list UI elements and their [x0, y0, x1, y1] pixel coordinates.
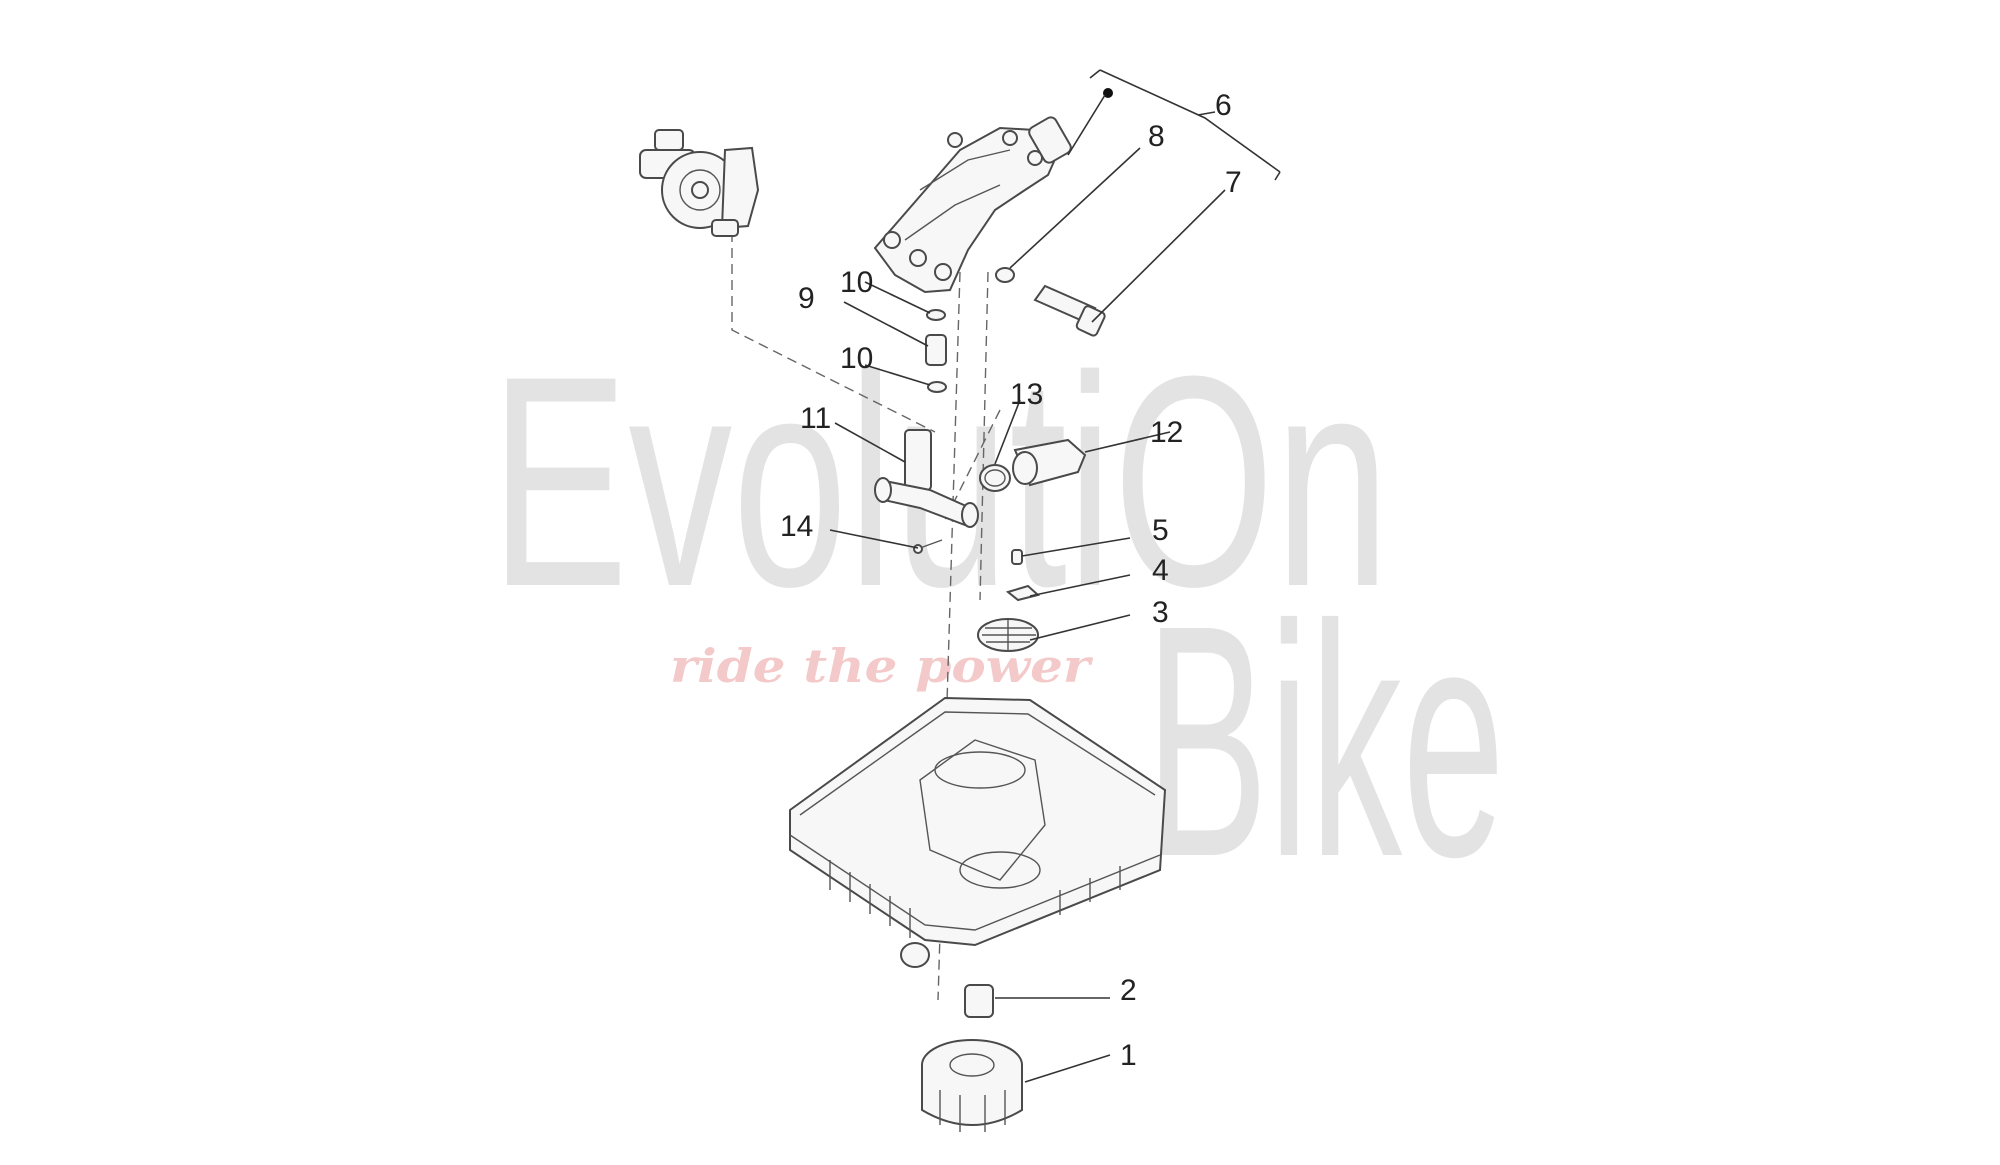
callout-5: 5 [1152, 514, 1169, 547]
callout-1: 1 [1120, 1039, 1137, 1072]
callout-4: 4 [1152, 554, 1169, 587]
leader-lines [829, 94, 1226, 1083]
fitting-2 [964, 984, 994, 1018]
watermark-brand-line2: Bike [1145, 556, 1505, 925]
callout-10-lower: 10 [840, 342, 873, 375]
callout-14: 14 [780, 510, 813, 543]
oil-filter-1 [921, 1039, 1023, 1132]
suction-pipe-11 [874, 429, 979, 528]
valve-plunger [1033, 284, 1106, 337]
callout-7: 7 [1225, 166, 1242, 199]
watermark: EvolutiOn Bike ride the power [490, 313, 1505, 925]
o-ring-10-upper [926, 309, 946, 321]
watermark-tagline: ride the power [670, 639, 1094, 693]
oil-manifold [873, 88, 1113, 294]
callout-12: 12 [1150, 416, 1183, 449]
dowel-9 [925, 334, 947, 366]
sump-ribs [829, 860, 1121, 938]
callout-labels: 1 2 3 4 5 6 7 8 9 10 10 11 12 13 14 [780, 89, 1242, 1072]
callout-6: 6 [1215, 89, 1232, 122]
callout-10-upper: 10 [840, 266, 873, 299]
callout-9: 9 [798, 282, 815, 315]
oil-pump [639, 129, 760, 237]
strainer-12 [1012, 438, 1087, 487]
oil-sump [789, 696, 1167, 968]
callout-3: 3 [1152, 596, 1169, 629]
callout-2: 2 [1120, 974, 1137, 1007]
o-ring-13 [979, 464, 1011, 492]
callout-11: 11 [800, 402, 831, 435]
filter-screen-3 [977, 618, 1039, 652]
callout-13: 13 [1010, 378, 1043, 411]
watermark-brand-line1: EvolutiOn [490, 313, 1390, 649]
seal-ring-8 [995, 267, 1015, 283]
o-ring-10-lower [927, 381, 947, 393]
callout-8: 8 [1148, 120, 1165, 153]
assembly-bracket-6 [1089, 69, 1281, 181]
pin-5 [1011, 549, 1023, 565]
